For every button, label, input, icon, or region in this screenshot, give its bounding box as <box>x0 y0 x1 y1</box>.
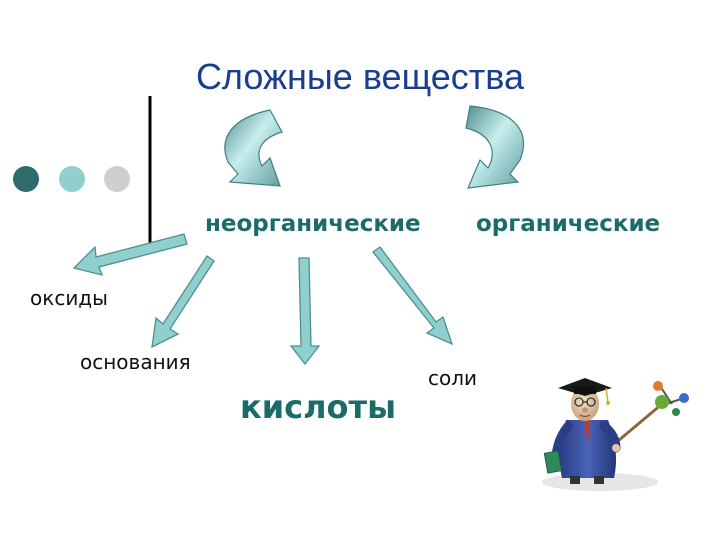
subclass-salts: соли <box>428 366 478 390</box>
straight-arrow-icon <box>372 246 454 346</box>
subclass-bases: основания <box>80 350 191 374</box>
bullet-dot-icon <box>59 166 85 192</box>
straight-arrow-icon <box>72 233 188 276</box>
category-organic: органические <box>476 211 661 237</box>
professor-figure-icon <box>542 378 689 491</box>
straight-arrow-icon <box>151 255 215 349</box>
page-title: Сложные вещества <box>195 56 525 97</box>
subclass-acids: кислоты <box>240 388 397 426</box>
subclass-oxides: оксиды <box>30 286 108 310</box>
bullet-dot-icon <box>104 166 130 192</box>
curved-arrow-icon <box>465 105 525 189</box>
curved-arrow-icon <box>224 109 283 187</box>
category-inorganic: неорганические <box>205 211 421 237</box>
bullet-dot-icon <box>13 166 39 192</box>
straight-arrow-icon <box>289 257 321 366</box>
